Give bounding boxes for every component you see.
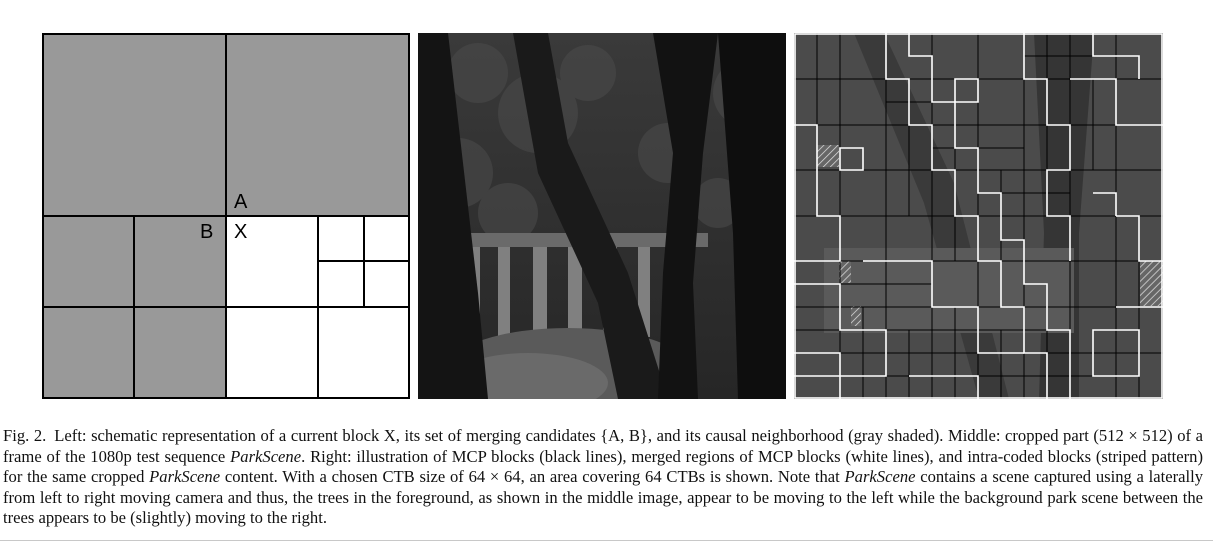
caption-text-3: content. With a chosen CTB size of 64 × … bbox=[220, 467, 845, 487]
caption-text-1: Left: schematic representation of a curr… bbox=[3, 426, 1203, 466]
intra-block bbox=[1140, 261, 1163, 306]
caption-text-2: . Right: illustration of MCP blocks (bla… bbox=[3, 446, 1203, 487]
caption-emphasis-2: ParkScene bbox=[149, 467, 221, 487]
label-a: A bbox=[234, 191, 248, 213]
figure-caption: Fig. 2.Left: schematic representation of… bbox=[3, 426, 1203, 529]
mcp-partition-diagram bbox=[794, 33, 1163, 399]
label-x: X bbox=[234, 221, 247, 243]
park-scene-photo bbox=[418, 33, 786, 399]
intra-block bbox=[839, 261, 851, 283]
schematic-diagram: A B X bbox=[42, 33, 410, 399]
park-scene-image bbox=[418, 33, 786, 399]
caption-text-4: contains a scene captured using a latera… bbox=[3, 467, 1203, 528]
mcp-partition-figure bbox=[794, 33, 1163, 399]
intra-block bbox=[851, 306, 861, 326]
caption-emphasis-1: ParkScene bbox=[230, 446, 302, 466]
schematic-figure: A B X bbox=[42, 33, 410, 399]
caption-lead: Fig. 2. bbox=[3, 426, 47, 445]
page-divider bbox=[0, 540, 1213, 541]
intra-block bbox=[817, 145, 839, 167]
caption-emphasis-3: ParkScene bbox=[844, 467, 916, 487]
label-b: B bbox=[200, 221, 213, 243]
